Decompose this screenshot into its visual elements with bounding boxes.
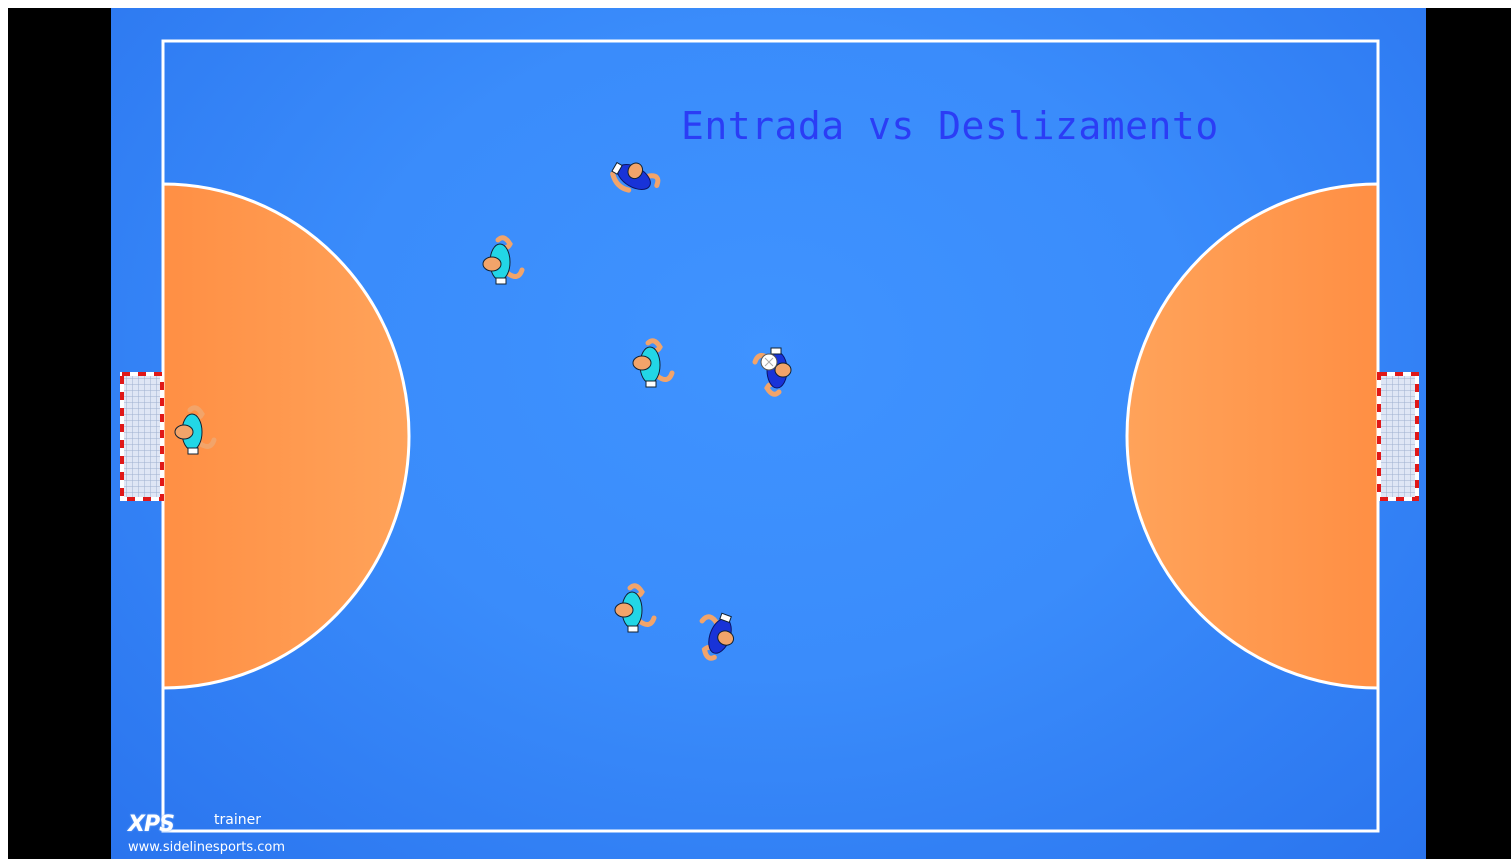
right-goal [1379, 374, 1417, 499]
logo-mark: XPS [128, 812, 174, 837]
logo-suffix: trainer [214, 812, 261, 828]
player-cyan-3[interactable] [615, 586, 654, 632]
drill-title: Entrada vs Deslizamento [681, 104, 1219, 148]
logo-url: www.sidelinesports.com [128, 840, 285, 855]
right-penalty-area [1127, 184, 1378, 688]
player-blue-1[interactable] [607, 154, 661, 202]
left-goal [122, 374, 162, 499]
player-blue-2[interactable] [691, 608, 741, 664]
ball [761, 354, 777, 370]
player-cyan-1[interactable] [483, 238, 522, 284]
player-cyan-2[interactable] [633, 341, 672, 387]
